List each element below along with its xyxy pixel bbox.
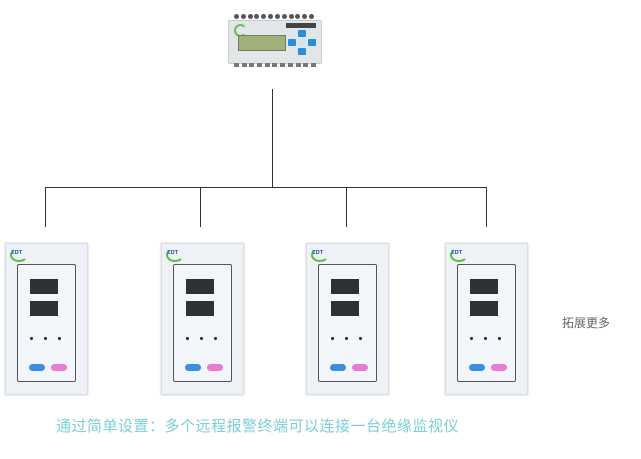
key-up-icon: [298, 30, 306, 37]
display-bottom: [331, 301, 359, 316]
drop-line-2: [200, 187, 201, 227]
device-label-tag: [286, 23, 316, 28]
drop-line-3: [346, 187, 347, 227]
terminal-panel: [173, 264, 232, 382]
remote-alarm-terminal-4: ZDT: [445, 243, 528, 395]
brand-logo-icon: [10, 248, 28, 262]
lcd-display: [238, 35, 286, 51]
indicator-led-1: [331, 337, 334, 340]
remote-alarm-terminal-1: ZDT: [5, 243, 88, 395]
indicator-led-2: [345, 337, 348, 340]
indicator-led-3: [58, 337, 61, 340]
insulation-monitor-device: [226, 10, 322, 72]
indicator-led-3: [359, 337, 362, 340]
brand-logo-icon: [166, 248, 184, 262]
brand-text: ZDT: [451, 250, 463, 256]
mute-button: [207, 364, 223, 371]
diagram-caption: 通过简单设置：多个远程报警终端可以连接一台绝缘监视仪: [56, 417, 460, 435]
display-top: [186, 279, 214, 294]
display-bottom: [470, 301, 498, 316]
remote-alarm-terminal-3: ZDT: [306, 243, 389, 395]
bus-line: [45, 187, 487, 188]
drop-line-4: [486, 187, 487, 227]
mute-button: [491, 364, 507, 371]
indicator-led-1: [30, 337, 33, 340]
key-left-icon: [288, 39, 296, 46]
top-terminal-screws: [234, 12, 314, 20]
reset-button: [469, 364, 485, 371]
remote-alarm-terminal-2: ZDT: [161, 243, 244, 395]
drop-line-1: [45, 187, 46, 227]
indicator-led-1: [470, 337, 473, 340]
key-ok-icon: [298, 39, 306, 46]
display-bottom: [30, 301, 58, 316]
bottom-terminal-blocks: [234, 63, 316, 69]
reset-button: [185, 364, 201, 371]
mute-button: [51, 364, 67, 371]
expand-more-label: 拓展更多: [562, 316, 611, 330]
display-top: [30, 279, 58, 294]
indicator-led-3: [498, 337, 501, 340]
indicator-led-2: [484, 337, 487, 340]
reset-button: [29, 364, 45, 371]
trunk-line: [272, 89, 273, 188]
terminal-panel: [318, 264, 377, 382]
indicator-led-2: [200, 337, 203, 340]
mute-button: [352, 364, 368, 371]
indicator-led-2: [44, 337, 47, 340]
display-bottom: [186, 301, 214, 316]
brand-text: ZDT: [11, 250, 23, 256]
terminal-panel: [457, 264, 516, 382]
brand-text: ZDT: [312, 250, 324, 256]
key-right-icon: [308, 39, 316, 46]
brand-logo-icon: [311, 248, 329, 262]
indicator-led-3: [214, 337, 217, 340]
brand-logo-icon: [450, 248, 468, 262]
key-down-icon: [298, 48, 306, 55]
display-top: [331, 279, 359, 294]
display-top: [470, 279, 498, 294]
reset-button: [330, 364, 346, 371]
keypad: [288, 30, 316, 56]
brand-text: ZDT: [167, 250, 179, 256]
terminal-panel: [17, 264, 76, 382]
indicator-led-1: [186, 337, 189, 340]
